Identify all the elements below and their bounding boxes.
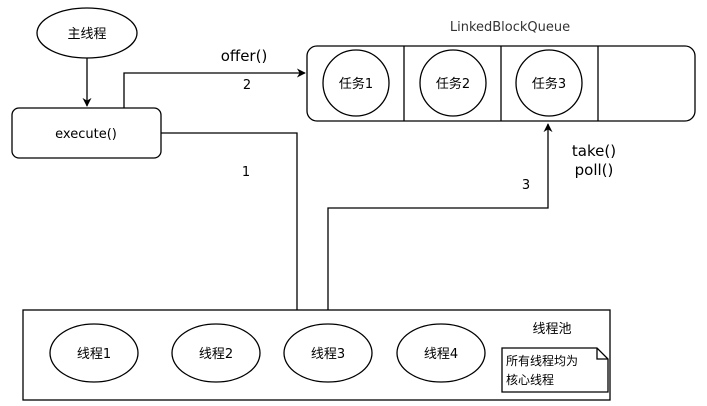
thread-pool-title: 线程池	[532, 322, 571, 337]
queue-title: LinkedBlockQueue	[450, 20, 570, 35]
core-thread-note: 所有线程均为 核心线程	[501, 347, 609, 393]
thread-pool-container: 线程池 线程1 线程2 线程3 线程4 所有线程均为 核心线程	[22, 309, 611, 401]
pool-thread-2: 线程2	[171, 323, 261, 383]
queue-task-2: 任务2	[419, 49, 487, 117]
thread-label: 线程1	[77, 347, 111, 362]
take-label: take()	[572, 142, 616, 160]
note-line-1: 所有线程均为	[506, 353, 578, 368]
offer-step-number: 2	[243, 78, 251, 93]
offer-label: offer()	[221, 47, 268, 65]
thread-label: 线程4	[424, 347, 458, 362]
task-label: 任务3	[532, 76, 566, 92]
thread-label: 线程3	[311, 347, 345, 362]
queue-task-1: 任务1	[322, 49, 390, 117]
note-line-2: 核心线程	[506, 372, 554, 387]
pool-thread-1: 线程1	[49, 323, 139, 383]
queue-task-3: 任务3	[515, 49, 583, 117]
task-label: 任务1	[339, 76, 373, 92]
thread-label: 线程2	[199, 347, 233, 362]
fetch-edge	[327, 123, 553, 323]
main-thread-label: 主线程	[67, 27, 106, 42]
submit-step-number: 1	[242, 165, 250, 180]
poll-label: poll()	[575, 161, 614, 179]
execute-node: execute()	[11, 107, 162, 159]
task-label: 任务2	[436, 76, 470, 92]
execute-label: execute()	[55, 127, 117, 142]
queue-container: 任务1 任务2 任务3	[306, 45, 696, 122]
pool-thread-4: 线程4	[396, 323, 486, 383]
offer-edge	[123, 68, 306, 108]
submit-edge	[161, 132, 302, 331]
main-thread-node: 主线程	[36, 7, 138, 59]
fetch-step-number: 3	[522, 178, 530, 193]
pool-thread-3: 线程3	[283, 323, 373, 383]
